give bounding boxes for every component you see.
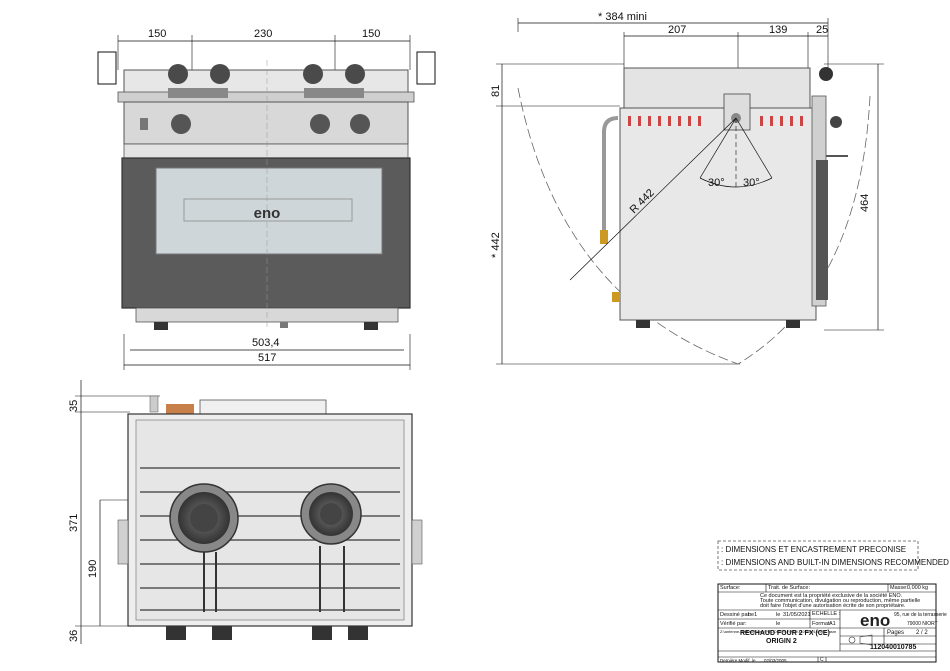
- side-dim-81: 81: [490, 85, 502, 97]
- format-label: Format:: [812, 621, 831, 627]
- side-dim-207: 207: [668, 24, 686, 36]
- oven-body-side: [619, 107, 817, 321]
- burner-cap-icon: [303, 64, 323, 84]
- top-dim-35: 35: [68, 400, 80, 412]
- projection-icon: [848, 636, 856, 644]
- scale-label: ECHELLE :: [812, 611, 841, 617]
- pages-value: 2 / 2: [916, 630, 928, 636]
- legend-line-2: : DIMENSIONS AND BUILT-IN DIMENSIONS REC…: [721, 558, 949, 567]
- drawn-label: Dessiné par:: [720, 612, 751, 618]
- notice-line-1: Ce document est la propriété exclusive d…: [760, 593, 903, 599]
- legend: : DIMENSIONS ET ENCASTREMENT PRECONISE :…: [717, 540, 949, 571]
- drawing-title-1: RECHAUD FOUR 2 FX (CE): [740, 630, 830, 637]
- side-dim-25: 25: [816, 24, 828, 36]
- surface-label: Surface:: [720, 585, 741, 591]
- angle-right: 30°: [743, 177, 760, 189]
- date-label: le: [776, 612, 781, 618]
- front-dim-517: 517: [258, 352, 276, 364]
- drawn-value: be1: [748, 612, 758, 618]
- format-value: A1: [829, 621, 836, 627]
- date-value: 31/05/2021: [783, 612, 811, 618]
- front-view: 150 230 150 eno: [97, 28, 436, 370]
- modified-label: Dernière Modif. le: [720, 658, 756, 663]
- masse-value: 0,000 kg: [907, 585, 929, 591]
- front-dim-150-left: 150: [148, 28, 166, 40]
- burner-cap-icon: [210, 64, 230, 84]
- side-dim-139: 139: [769, 24, 787, 36]
- oven-window: [155, 167, 383, 255]
- revision: C: [820, 657, 824, 663]
- burner-cap-icon: [345, 64, 365, 84]
- trait-label: Trait. de Surface:: [768, 585, 810, 591]
- front-dim-230: 230: [254, 28, 272, 40]
- title-block-logo: eno: [860, 611, 890, 630]
- top-dim-190: 190: [87, 560, 99, 578]
- side-dim-464: 464: [859, 194, 871, 212]
- knob-icon: [819, 67, 833, 81]
- file-path: Z:\antenne-bureau\Plans\PRODUITS FINIS\1…: [720, 629, 837, 634]
- front-dim-150-right: 150: [362, 28, 380, 40]
- modified-value: 02/03/2005: [764, 658, 787, 663]
- side-dim-384: * 384 mini: [598, 11, 647, 23]
- address-line-2: 79000 NIORT: [907, 621, 938, 627]
- side-view: * 384 mini 207 139 25 81 * 442 464: [490, 11, 884, 365]
- title-block: eno: [717, 583, 937, 663]
- masse-label: Masse:: [890, 585, 908, 591]
- side-dim-442: * 442: [490, 232, 502, 258]
- angle-left: 30°: [708, 177, 725, 189]
- part-number: 112040010785: [870, 644, 917, 651]
- burner-cap-icon: [168, 64, 188, 84]
- address-line-1: 95, rue de la terrasserie: [894, 612, 947, 618]
- checked-date-label: le: [776, 621, 781, 627]
- drawing-title-2: ORIGIN 2: [766, 638, 797, 645]
- top-dim-371: 371: [68, 514, 80, 532]
- top-view: 35 371 190 36: [68, 380, 423, 644]
- pages-label: Pages: [887, 630, 905, 636]
- top-dim-36: 36: [68, 630, 80, 642]
- legend-line-1: : DIMENSIONS ET ENCASTREMENT PRECONISE: [721, 545, 906, 554]
- checked-label: Vérifié par:: [720, 621, 747, 627]
- control-knob-icon: [310, 114, 330, 134]
- control-knob-icon: [171, 114, 191, 134]
- notice-line-3: doit faire l'objet d'une autorisation éc…: [760, 603, 906, 609]
- front-dim-503: 503,4: [252, 337, 280, 349]
- knob-icon: [830, 116, 842, 128]
- control-knob-icon: [350, 114, 370, 134]
- notice-line-2: Toute communication, divulgation ou repr…: [760, 598, 921, 604]
